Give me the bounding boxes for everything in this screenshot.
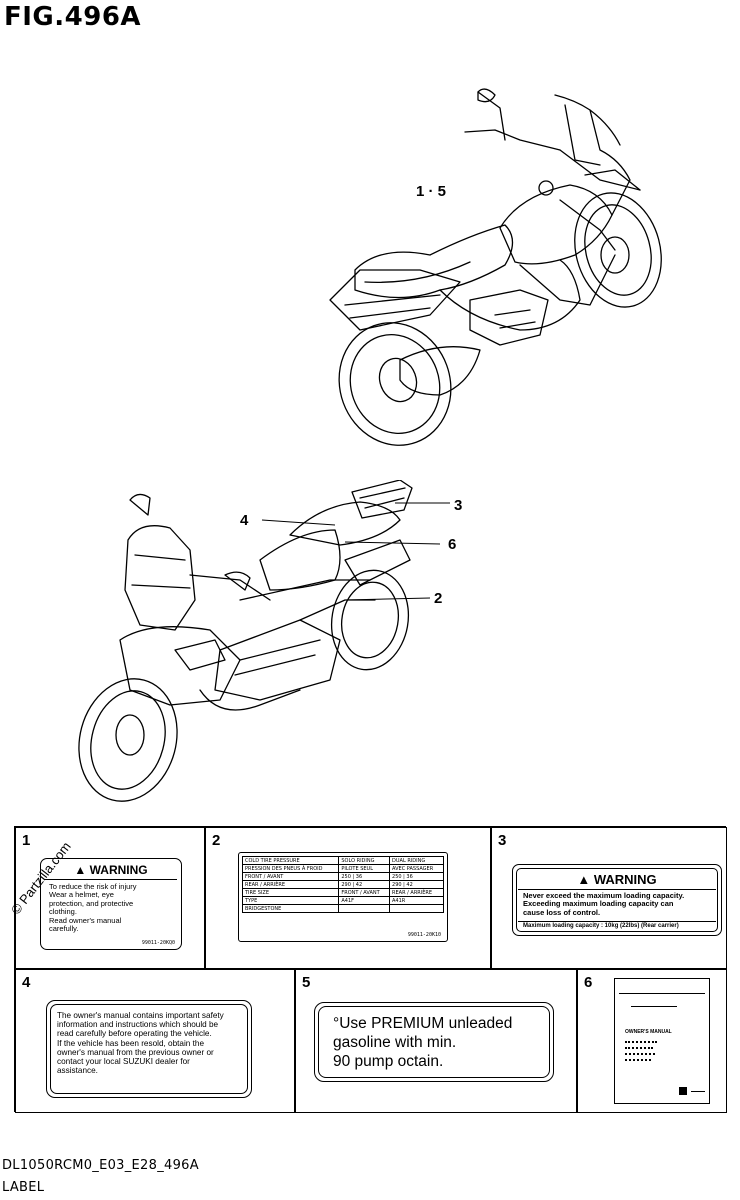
warning-heading: ▲ WARNING	[74, 863, 148, 877]
label-cell-6: 6 OWNER'S MANUAL	[577, 969, 727, 1113]
label-parts-grid: 1 ▲ WARNING To reduce the risk of injury…	[14, 826, 727, 1113]
diagram-title: LABEL	[2, 1180, 45, 1195]
diagram-code: DL1050RCM0_E03_E28_496A	[2, 1158, 199, 1173]
cell-number: 5	[302, 974, 311, 991]
label-cell-4: 4 The owner's manual contains important …	[15, 969, 295, 1113]
label-cell-3: 3 ▲ WARNING Never exceed the maximum loa…	[491, 827, 727, 969]
callout-1-5: 1 · 5	[416, 183, 447, 200]
owners-manual-label: The owner's manual contains important sa…	[46, 1000, 252, 1098]
part-code: 99011-20K10	[407, 932, 441, 938]
cell-number: 3	[498, 832, 507, 849]
cell-number: 1	[22, 832, 31, 849]
part-code: 99011-20KQ0	[141, 940, 175, 946]
label-cell-5: 5 °Use PREMIUM unleaded gasoline with mi…	[295, 969, 577, 1113]
max-load-text: Maximum loading capacity : 10kg (22lbs) …	[523, 923, 679, 929]
warning-heading: ▲ WARNING	[577, 872, 657, 887]
owners-manual-booklet: OWNER'S MANUAL	[614, 978, 710, 1104]
callout-6: 6	[448, 536, 457, 553]
warning-text-1: To reduce the risk of injury Wear a helm…	[49, 882, 137, 933]
cell-number: 6	[584, 974, 593, 991]
callout-3: 3	[454, 497, 463, 514]
warning-label-3: ▲ WARNING Never exceed the maximum loadi…	[512, 864, 722, 936]
callout-4: 4	[240, 512, 249, 529]
booklet-title: OWNER'S MANUAL	[625, 1029, 672, 1035]
suzuki-logo-icon	[679, 1087, 687, 1095]
cell-number: 4	[22, 974, 31, 991]
fuel-label: °Use PREMIUM unleaded gasoline with min.…	[314, 1002, 554, 1082]
top-motorcycle-illustration	[329, 88, 662, 446]
callout-2: 2	[434, 590, 443, 607]
figure-title: FIG.496A	[4, 2, 142, 32]
cell-number: 2	[212, 832, 221, 849]
warning-label-1: ▲ WARNING To reduce the risk of injury W…	[40, 858, 182, 950]
warning-text-3: Never exceed the maximum loading capacit…	[523, 891, 685, 917]
warning-triangle-icon: ▲	[74, 863, 87, 877]
bottom-motorcycle-illustration	[78, 480, 450, 802]
warning-triangle-icon: ▲	[577, 872, 591, 887]
owners-manual-text: The owner's manual contains important sa…	[57, 1011, 224, 1076]
label-cell-1: 1 ▲ WARNING To reduce the risk of injury…	[15, 827, 205, 969]
fuel-text: °Use PREMIUM unleaded gasoline with min.…	[333, 1015, 513, 1070]
